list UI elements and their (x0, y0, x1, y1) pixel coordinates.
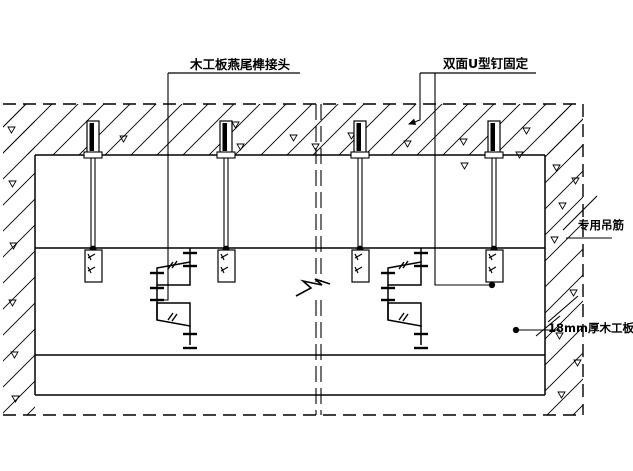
hanger-4 (484, 120, 504, 283)
block-ticks (220, 253, 229, 274)
leader-plywood-angled-2 (535, 315, 561, 337)
leader-lines (157, 73, 612, 337)
concrete-hatch-group (3, 104, 583, 415)
horizontal-rails (35, 247, 545, 356)
dovetail-right-nails (398, 260, 409, 322)
dovetail-upper-wedge (387, 261, 422, 286)
leader-dot-rod (488, 281, 496, 289)
anchor-bolt (222, 123, 227, 151)
label-dovetail-joint: 木工板燕尾榫接头 (189, 57, 291, 72)
hatch-right-wall (545, 104, 583, 415)
hanger-bottom-block (217, 249, 236, 283)
dovetail-left (156, 248, 191, 345)
leader-plywood-angled (547, 295, 579, 323)
anchor-plate (216, 151, 236, 159)
label-u-nail-fixing: 双面U型钉固定 (442, 56, 529, 71)
break-symbol (295, 278, 331, 297)
formwork-frame (34, 154, 546, 396)
hatch-top-slab (3, 104, 583, 155)
hanger-assemblies (83, 120, 504, 283)
anchor-plate (484, 151, 504, 159)
dovetail-upper-wedge (156, 261, 191, 286)
hanger-1 (83, 120, 103, 283)
anchor-plate (350, 151, 370, 159)
block-ticks (488, 253, 497, 274)
leader-hanger-1 (562, 195, 598, 231)
annotation-layer: 木工板燕尾榫接头 双面U型钉固定 专用吊筋 18mm厚木工板 (168, 56, 633, 335)
dovetail-right-ticks (381, 251, 428, 350)
leader-dot-plywood (512, 326, 520, 334)
hanger-3 (350, 120, 370, 283)
dovetail-left-nails (167, 260, 178, 322)
hanger-bottom-block (485, 249, 504, 283)
label-dedicated-hanger: 专用吊筋 (578, 218, 624, 232)
hanger-bottom-block (84, 249, 103, 283)
leader-dovetail-joint (157, 73, 169, 301)
hanger-bottom-block (351, 249, 370, 283)
anchor-bolt (356, 123, 361, 151)
block-ticks (87, 253, 96, 274)
outer-boundary (3, 103, 584, 416)
block-ticks (354, 253, 363, 274)
leader-u-nail-rod (434, 73, 492, 286)
dovetail-lower-wedge (156, 302, 191, 327)
hatch-left-wall (3, 104, 35, 415)
dovetail-lower-wedge (387, 302, 422, 327)
hanger-2 (216, 120, 236, 283)
anchor-plate (83, 151, 103, 159)
label-plywood-18mm: 18mm厚木工板 (548, 321, 633, 335)
anchor-bolt (490, 123, 495, 151)
centerline (315, 104, 322, 415)
anchor-bolt (89, 123, 94, 151)
leader-u-nail-anchor (407, 73, 421, 125)
dovetail-right (387, 248, 422, 345)
